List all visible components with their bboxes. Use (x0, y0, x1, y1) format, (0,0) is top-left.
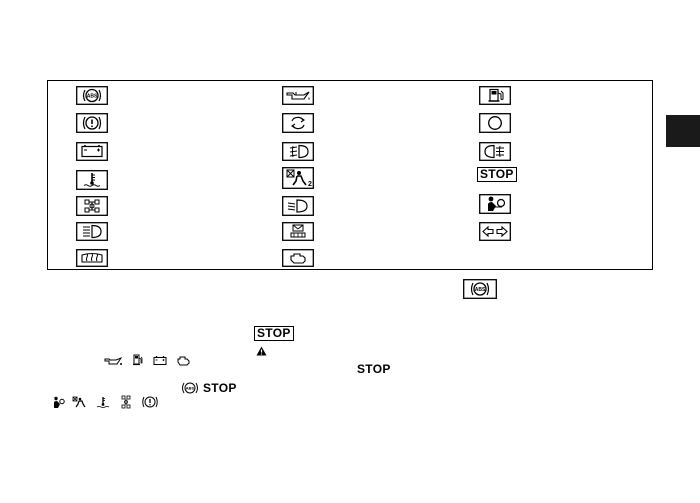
abs-warning-icon-small: ABS (180, 381, 200, 395)
low-fuel-icon-small (132, 354, 144, 366)
oil-pressure-icon-small (104, 355, 124, 367)
automatic-transmission-icon (282, 113, 314, 133)
abs-warning-icon-text: ABS (463, 279, 497, 299)
low-beam-icon (282, 196, 314, 216)
oil-pressure-icon (282, 86, 314, 105)
airbag-icon (479, 194, 511, 214)
front-fog-light-icon (282, 142, 314, 161)
warning-triangle-icon (256, 346, 267, 356)
stop-label-inline-3: STOP (203, 381, 237, 395)
check-engine-icon-small (176, 355, 192, 366)
check-engine-icon (282, 249, 314, 267)
tpms-icon (282, 222, 314, 241)
blank-indicator-icon (479, 113, 511, 133)
abs-warning-icon: ABS (76, 86, 108, 105)
indicator-table (47, 80, 653, 270)
awd-4wd-icon (76, 196, 108, 216)
turn-signal-icon (479, 222, 511, 241)
rear-defrost-icon (76, 249, 108, 267)
high-beam-icon (76, 222, 108, 241)
svg-text:2: 2 (308, 181, 312, 188)
coolant-temperature-icon (76, 170, 108, 190)
svg-text:ABS: ABS (87, 94, 98, 100)
charge-warning-icon-small (153, 355, 167, 366)
brake-warning-icon (76, 113, 108, 133)
airbag-icon-small (51, 396, 65, 409)
rear-fog-light-icon (479, 142, 511, 161)
section-tab-marker (666, 115, 700, 147)
stop-label-inline-2: STOP (357, 362, 391, 376)
charge-warning-icon (76, 142, 108, 161)
low-fuel-icon (479, 86, 511, 105)
awd-4wd-icon-small (120, 395, 132, 409)
seatbelt-srs-icon-small (72, 396, 88, 409)
seatbelt-srs-icon: 2 (282, 167, 314, 189)
brake-warning-icon-small (141, 395, 159, 409)
svg-text:ABS: ABS (475, 287, 486, 293)
svg-text:ABS: ABS (186, 386, 195, 391)
master-warning-stop-label: STOP (477, 167, 517, 182)
coolant-temperature-icon-small (96, 396, 110, 409)
stop-label-inline-1: STOP (254, 326, 294, 341)
